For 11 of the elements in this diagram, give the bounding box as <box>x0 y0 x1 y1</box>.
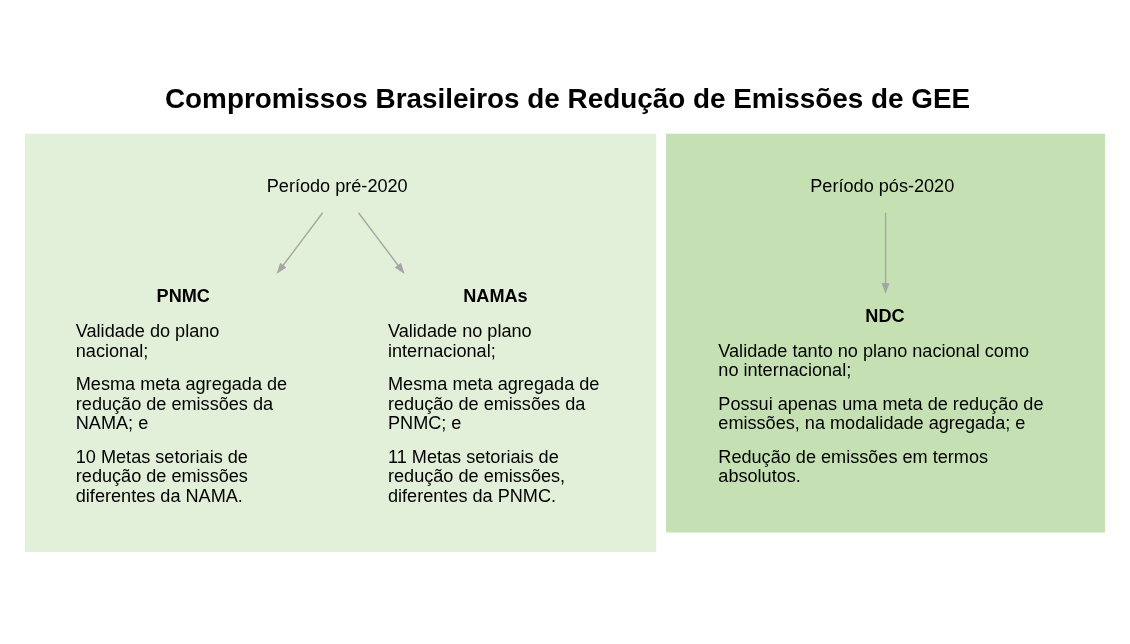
arrow <box>357 212 405 275</box>
node-text: PNMC Validade do plano nacional; Mesma meta agregada de redução de emissões da NAMA; e 10 Metas setoriais de redução de emissões diferentes da NAMA. <box>75 286 288 506</box>
node-text: Período pós-2020 <box>810 176 955 197</box>
diagram-title: Compromissos Brasileiros de Redução de Emissões de GEE <box>164 83 971 115</box>
node-text: Período pré-2020 <box>266 176 408 197</box>
node-text: NAMAs Validade no plano internacional; Mesma meta agregada de redução de emissões da PNMC; e 11 Metas setoriais de redução de emissões, diferentes da PNMC. <box>387 286 600 506</box>
arrow <box>881 212 890 295</box>
cluster <box>24 133 657 552</box>
cluster <box>666 133 1106 533</box>
node-text: NDC Validade tanto no plano nacional como no internacional; Possui apenas uma meta de redução de emissões, na modalidade agregada; e Redução de emissões em termos absolutos. <box>718 305 1044 487</box>
arrow <box>276 212 324 275</box>
